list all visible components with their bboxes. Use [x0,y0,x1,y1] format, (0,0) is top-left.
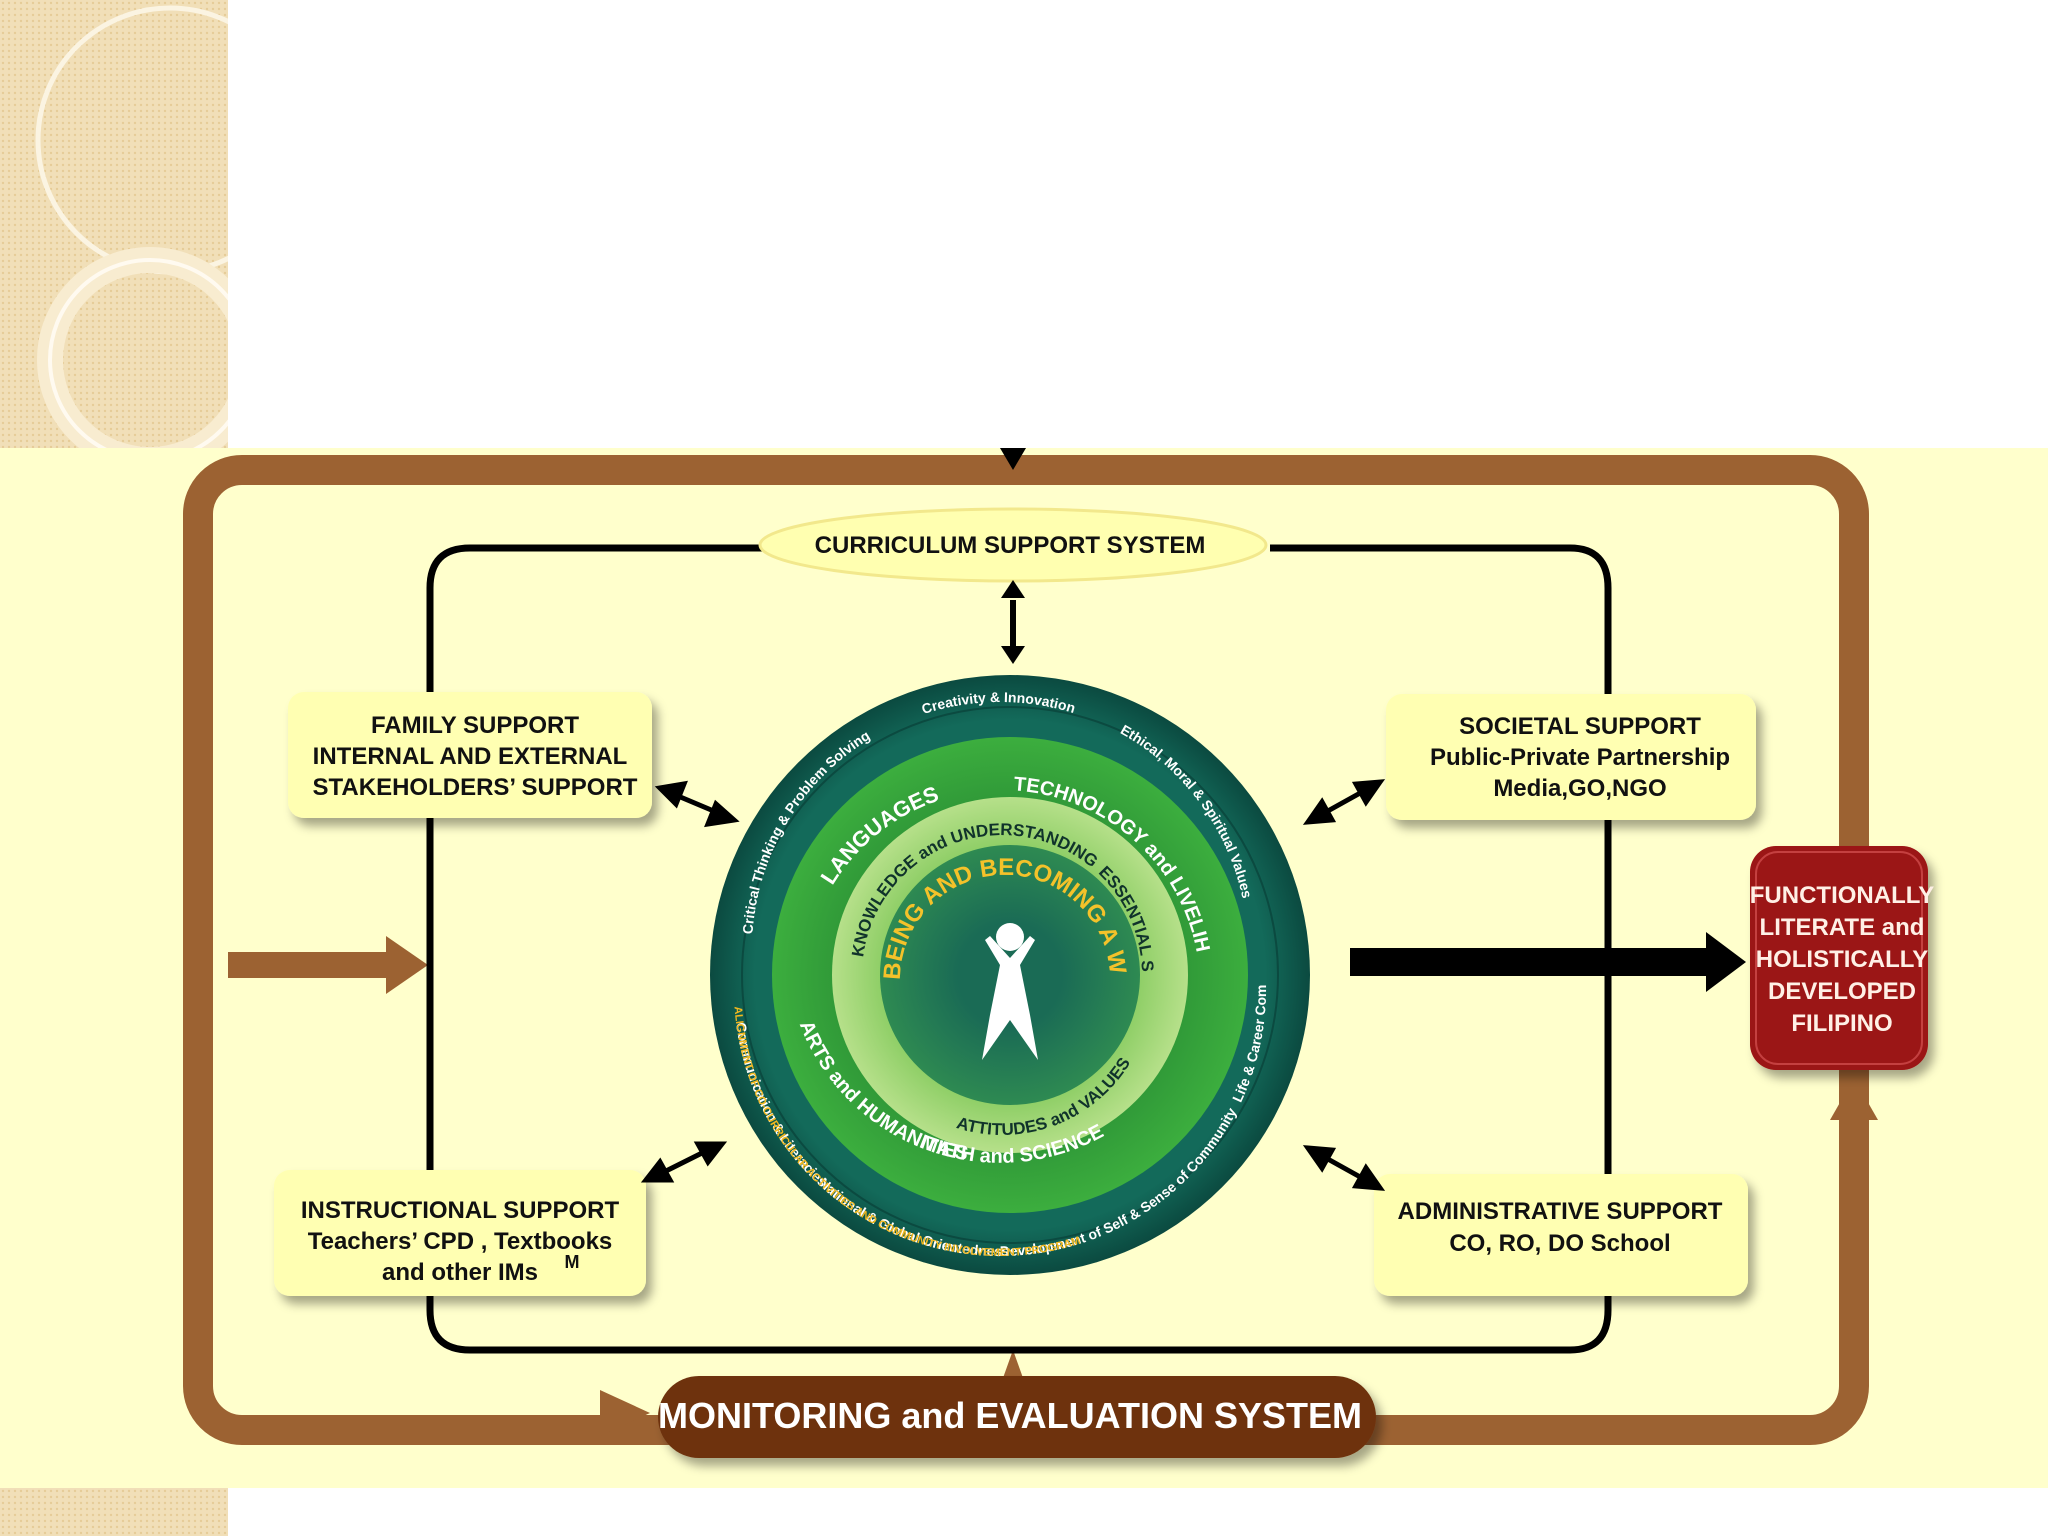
instructional-support-line1: INSTRUCTIONAL SUPPORT [301,1197,620,1224]
family-support-line1: FAMILY SUPPORT [371,712,579,739]
administrative-support-line2: CO, RO, DO School [1449,1230,1670,1257]
outcome-line1: FUNCTIONALLY [1750,882,1934,909]
societal-support-line1: SOCIETAL SUPPORT [1459,713,1701,740]
outcome-line5: FILIPINO [1791,1010,1892,1037]
slide-decoration [0,0,228,448]
support-system-loop [426,544,1612,1354]
person-icon [982,923,1038,1060]
instructional-support-line2: Teachers’ CPD , Textbooks [308,1228,613,1255]
curriculum-support-system: CURRICULUM SUPPORT SYSTEM [758,507,1268,583]
administrative-support-box: ADMINISTRATIVE SUPPORT CO, RO, DO School [1374,1174,1748,1296]
family-support-box: FAMILY SUPPORT INTERNAL AND EXTERNAL STA… [288,692,652,818]
family-support-line3: STAKEHOLDERS’ SUPPORT [313,774,638,801]
instructional-support-mark: M [565,1252,580,1272]
curriculum-arrow [1001,580,1025,664]
monitoring-evaluation-box: MONITORING and EVALUATION SYSTEM [658,1376,1376,1458]
administrative-support-line1: ADMINISTRATIVE SUPPORT [1398,1198,1723,1225]
outcome-line2: LITERATE and [1760,914,1925,941]
outcome-line4: DEVELOPED [1768,978,1916,1005]
outcome-box: FUNCTIONALLY LITERATE and HOLISTICALLY D… [1750,846,1934,1070]
societal-support-line2: Public-Private Partnership [1430,744,1730,771]
slide-decoration-bottom [0,1488,228,1536]
support-arrows [640,779,1386,1191]
outcome-arrow [1350,932,1746,992]
instructional-support-line3: and other IMs [382,1259,538,1286]
societal-support-box: SOCIETAL SUPPORT Public-Private Partners… [1386,694,1756,820]
outcome-line3: HOLISTICALLY [1756,946,1928,973]
monitoring-label: MONITORING and EVALUATION SYSTEM [658,1395,1362,1436]
curriculum-support-label: CURRICULUM SUPPORT SYSTEM [815,532,1206,559]
instructional-support-box: INSTRUCTIONAL SUPPORT Teachers’ CPD , Te… [274,1170,646,1296]
family-support-line2: INTERNAL AND EXTERNAL [313,743,628,770]
societal-support-line3: Media,GO,NGO [1493,775,1666,802]
